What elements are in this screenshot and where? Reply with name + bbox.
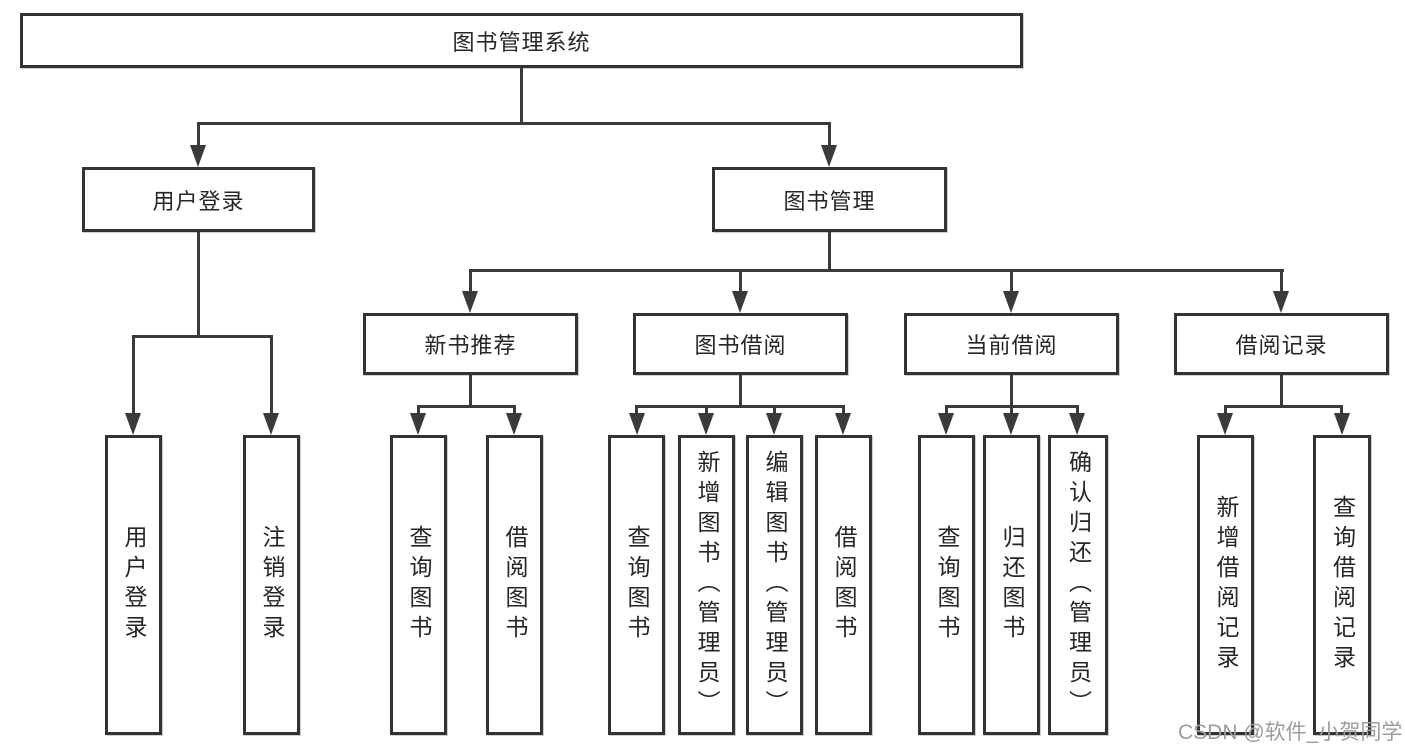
csdn-watermark: CSDN @软件_小贺同学 — [1178, 721, 1403, 744]
node-book-management-label: 图书管理 — [783, 188, 876, 214]
connector-drop-cb-confirm — [1076, 405, 1079, 415]
connector-drop-bb-add — [705, 405, 708, 415]
leaf-bb-edit-books-admin-label: 编辑图书（管理员） — [762, 450, 788, 720]
connector-drop-br-query — [1340, 405, 1343, 415]
arrowhead-new-book — [462, 291, 478, 313]
leaf-cb-confirm-return-admin: 确认归还（管理员） — [1048, 435, 1108, 735]
node-book-borrowing: 图书借阅 — [633, 313, 848, 375]
leaf-user-login: 用户登录 — [105, 435, 162, 735]
arrowhead-cb-confirm — [1069, 413, 1085, 435]
connector-drop-br-add — [1224, 405, 1227, 415]
arrowhead-leaf-logout — [263, 413, 279, 435]
arrowhead-book-management — [821, 145, 837, 167]
arrowhead-nb-borrow — [506, 413, 522, 435]
leaf-cb-confirm-return-admin-label: 确认归还（管理员） — [1065, 450, 1092, 720]
node-borrowing-records-label: 借阅记录 — [1235, 333, 1328, 358]
arrowhead-bb-query — [629, 413, 645, 435]
connector-drop-bb-query — [635, 405, 638, 415]
arrowhead-book-borrowing — [732, 291, 748, 313]
connector-user-login-bar — [132, 335, 273, 338]
connector-drop-user-login — [197, 122, 200, 147]
leaf-cb-query-books-label: 查询图书 — [934, 525, 960, 645]
connector-drop-bb-edit — [773, 405, 776, 415]
node-user-login-label: 用户登录 — [152, 188, 245, 214]
leaf-bb-query-books-label: 查询图书 — [624, 525, 650, 645]
leaf-logout: 注销登录 — [243, 435, 300, 735]
arrowhead-br-add — [1217, 413, 1233, 435]
node-new-book-recommend-label: 新书推荐 — [424, 333, 517, 358]
connector-drop-current-borrowing — [1010, 269, 1013, 293]
leaf-bb-add-books-admin: 新增图书（管理员） — [678, 435, 735, 735]
connector-records-bar — [1224, 405, 1343, 408]
connector-borrowing-stem — [739, 375, 742, 407]
connector-drop-bb-borrow — [842, 405, 845, 415]
node-current-borrowing: 当前借阅 — [904, 313, 1119, 375]
arrowhead-cb-return — [1003, 413, 1019, 435]
leaf-nb-borrow-books: 借阅图书 — [486, 435, 543, 735]
connector-root-stem — [520, 68, 523, 124]
leaf-nb-query-books: 查询图书 — [390, 435, 447, 735]
leaf-bb-query-books: 查询图书 — [608, 435, 665, 735]
connector-current-stem — [1010, 375, 1013, 407]
connector-drop-cb-return — [1010, 405, 1013, 415]
connector-user-login-stem — [197, 232, 200, 338]
node-new-book-recommend: 新书推荐 — [363, 313, 578, 375]
connector-new-book-stem — [469, 375, 472, 407]
node-current-borrowing-label: 当前借阅 — [965, 333, 1058, 358]
connector-drop-nb-borrow — [513, 405, 516, 415]
arrowhead-leaf-user-login — [125, 413, 141, 435]
connector-book-management-bar — [469, 269, 1284, 272]
connector-borrowing-bar — [635, 405, 845, 408]
leaf-nb-borrow-books-label: 借阅图书 — [502, 525, 528, 645]
node-library-management-system: 图书管理系统 — [20, 13, 1023, 68]
arrowhead-borrowing-records — [1273, 291, 1289, 313]
leaf-br-add-record-label: 新增借阅记录 — [1213, 495, 1239, 675]
leaf-cb-query-books: 查询图书 — [918, 435, 975, 735]
arrowhead-current-borrowing — [1003, 291, 1019, 313]
arrowhead-bb-add — [698, 413, 714, 435]
leaf-cb-return-books-label: 归还图书 — [999, 525, 1025, 645]
connector-drop-book-management — [828, 122, 831, 147]
node-library-management-system-label: 图书管理系统 — [452, 29, 591, 55]
node-borrowing-records: 借阅记录 — [1174, 313, 1389, 375]
leaf-logout-label: 注销登录 — [259, 525, 285, 645]
node-book-borrowing-label: 图书借阅 — [694, 333, 787, 358]
connector-drop-nb-query — [417, 405, 420, 415]
arrowhead-bb-edit — [766, 413, 782, 435]
leaf-br-add-record: 新增借阅记录 — [1197, 435, 1254, 735]
node-user-login: 用户登录 — [82, 167, 315, 232]
connector-drop-cb-query — [945, 405, 948, 415]
leaf-br-query-record-label: 查询借阅记录 — [1329, 495, 1356, 675]
leaf-bb-add-books-admin-label: 新增图书（管理员） — [694, 450, 720, 720]
arrowhead-br-query — [1334, 413, 1350, 435]
arrowhead-user-login — [190, 145, 206, 167]
connector-root-bar — [197, 122, 831, 125]
leaf-nb-query-books-label: 查询图书 — [406, 525, 432, 645]
connector-records-stem — [1280, 375, 1283, 407]
leaf-bb-edit-books-admin: 编辑图书（管理员） — [746, 435, 803, 735]
node-book-management: 图书管理 — [712, 167, 947, 232]
connector-drop-new-book — [469, 269, 472, 293]
arrowhead-bb-borrow — [835, 413, 851, 435]
connector-book-management-stem — [828, 232, 831, 272]
connector-new-book-bar — [417, 405, 516, 408]
leaf-bb-borrow-books: 借阅图书 — [815, 435, 872, 735]
connector-drop-book-borrowing — [739, 269, 742, 293]
leaf-br-query-record: 查询借阅记录 — [1313, 435, 1371, 735]
arrowhead-nb-query — [410, 413, 426, 435]
leaf-bb-borrow-books-label: 借阅图书 — [831, 525, 857, 645]
connector-drop-leaf-user-login — [132, 335, 135, 415]
leaf-user-login-label: 用户登录 — [121, 525, 147, 645]
arrowhead-cb-query — [938, 413, 954, 435]
leaf-cb-return-books: 归还图书 — [983, 435, 1040, 735]
connector-drop-leaf-logout — [270, 335, 273, 415]
connector-drop-borrowing-records — [1280, 269, 1283, 293]
